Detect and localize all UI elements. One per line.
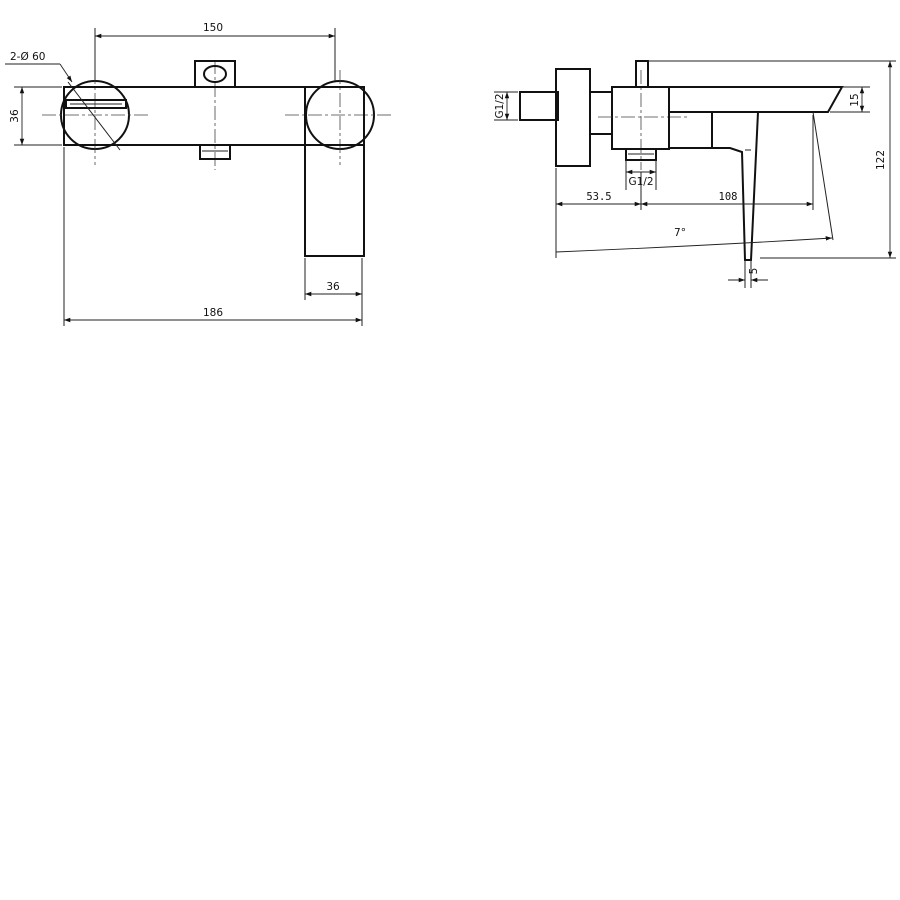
dim-label-122: 122 (875, 150, 887, 170)
side-body (611, 86, 670, 150)
dim-label-53-5: 53.5 (586, 191, 611, 203)
dim-arc-angle (555, 236, 833, 253)
side-nut (589, 91, 613, 135)
diverter-knob-hole (203, 65, 227, 83)
inlet-connector (519, 91, 559, 121)
bottom-outlet (199, 144, 231, 160)
dim-label-150: 150 (203, 22, 223, 34)
dim-label-5: 5 (748, 268, 760, 275)
side-lever (711, 111, 759, 261)
dim-label-36h: 36 (326, 281, 340, 293)
dim-label-g12-inlet: G1/2 (494, 93, 506, 118)
side-escutcheon (555, 68, 591, 167)
side-diverter (635, 60, 649, 88)
dim-label-108: 108 (719, 191, 738, 203)
side-bottom-outlet (625, 148, 657, 161)
dim-label-angle: 7° (674, 227, 686, 239)
spout (669, 86, 844, 113)
diverter-knob (194, 60, 236, 88)
dim-label-15: 15 (849, 93, 861, 106)
dim-label-36v: 36 (9, 109, 21, 123)
dim-label-bore: 2-Ø 60 (10, 51, 45, 63)
front-view: 150 2-Ø 60 36 36 186 (5, 22, 392, 326)
lever-handle (304, 86, 365, 257)
body-slot (65, 99, 127, 109)
dim-label-186: 186 (203, 307, 223, 319)
side-view: G1/2 G1/2 53.5 108 7° 15 122 5 (494, 60, 896, 288)
